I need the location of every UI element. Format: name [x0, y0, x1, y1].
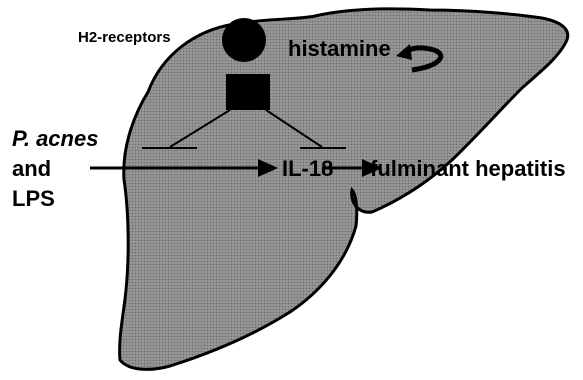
- receptor-label: H2-receptors: [78, 29, 171, 46]
- histamine-label: histamine: [288, 36, 391, 61]
- stimulus-label-and: and: [12, 156, 51, 181]
- liver-shape: [120, 9, 568, 369]
- cytokine-label: IL-18: [282, 156, 333, 181]
- stimulus-label-lps: LPS: [12, 186, 55, 211]
- outcome-label: fulminant hepatitis: [370, 156, 566, 181]
- stimulus-label-italic: P. acnes: [12, 126, 98, 151]
